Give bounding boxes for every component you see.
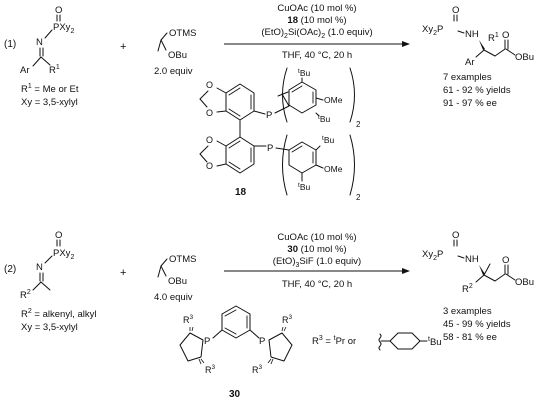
- reaction-1-results: 7 examples 61 - 92 % yields 91 - 97 % ee: [443, 72, 511, 109]
- ligand-30-cyclohexyl-tbu: tBu: [428, 336, 442, 348]
- substrate-1-r1-definition: R1 = Me or Et: [21, 83, 79, 95]
- reagent-2-obu: OBu: [168, 276, 187, 287]
- ligand-18-phosphorus-1: P: [266, 110, 272, 121]
- reaction-1-product: O Xy2P NH R1 Ar O OBu: [422, 5, 534, 68]
- ligand-30-r3-4: R3: [252, 364, 263, 375]
- product-2-ester-oxygen: O: [502, 255, 509, 266]
- reagent-1-otms: OTMS: [169, 28, 196, 39]
- reaction-2-substrate: O PXy2 N R2 R2 = alkenyl, alkyl Xy = 3,5…: [20, 230, 96, 333]
- ligand-30-r3-3: R3: [282, 314, 293, 325]
- product-1-ester-oxygen: O: [502, 30, 509, 41]
- reaction-2-plus: +: [120, 267, 126, 279]
- reaction-1-number: (1): [4, 39, 16, 50]
- reaction-1-reagent: OTMS OBu 2.0 equiv: [154, 28, 196, 77]
- reagent-2-equiv: 4.0 equiv: [154, 292, 193, 303]
- reaction-1: (1) O PXy2 N Ar R1 R1 = Me or Et Xy = 3,…: [4, 3, 534, 202]
- results-1-ee: 91 - 97 % ee: [443, 98, 497, 109]
- ligand-18-ome-1: OMe: [324, 95, 343, 105]
- substrate-1-aryl: Ar: [20, 65, 30, 76]
- ligand-18-structure: O O P O O P: [199, 67, 361, 202]
- ligand-30-r3-1: R3: [183, 314, 194, 325]
- results-2-ee: 58 - 81 % ee: [443, 332, 497, 343]
- product-2-obu: OBu: [515, 277, 534, 288]
- ligand-18-tbu-2: tBu: [318, 114, 330, 124]
- ligand-18-oxygen-2: O: [206, 108, 213, 118]
- conditions-1-line2: 18 (10 mol %): [287, 15, 346, 26]
- reagent-1-equiv: 2.0 equiv: [154, 66, 193, 77]
- product-1-oxygen: O: [452, 5, 459, 16]
- reaction-1-conditions: CuOAc (10 mol %) 18 (10 mol %) (EtO)2Si(…: [224, 3, 410, 61]
- conditions-1-line1: CuOAc (10 mol %): [277, 3, 356, 14]
- substrate-1-r1: R1: [49, 64, 60, 76]
- reaction-1-substrate: O PXy2 N Ar R1 R1 = Me or Et Xy = 3,5-xy…: [20, 5, 79, 108]
- ligand-18-bracket-1-right: [349, 67, 355, 123]
- substrate-1-pxy2: PXy2: [53, 22, 74, 35]
- substrate-2-nitrogen: N: [36, 262, 43, 273]
- reaction-2-results: 3 examples 45 - 99 % yields 58 - 81 % ee: [443, 306, 511, 343]
- substrate-2-r2: R2: [20, 289, 31, 301]
- ligand-18-label: 18: [235, 187, 247, 198]
- reaction-2-conditions: CuOAc (10 mol %) 30 (10 mol %) (EtO)3SiF…: [224, 232, 410, 290]
- product-2-wedge-bond: [479, 265, 485, 275]
- ligand-18-subscript-2: 2: [356, 193, 361, 202]
- product-2-oxygen: O: [452, 230, 459, 241]
- ligand-30-structure: P R3 R3 P R3 R3 30 R3 = tPr or: [179, 305, 442, 400]
- conditions-2-line3: (EtO)3SiF (1.0 equiv): [273, 256, 361, 269]
- reaction-2-reagent: OTMS OBu 4.0 equiv: [154, 254, 196, 303]
- ligand-30-r3-2: R3: [205, 364, 216, 375]
- conditions-1-line3: (EtO)2Si(OAc)2 (1.0 equiv): [261, 27, 372, 40]
- reaction-2-arrowhead: [402, 268, 410, 274]
- conditions-2-line1: CuOAc (10 mol %): [277, 232, 356, 243]
- product-1-r1: R1: [488, 32, 499, 44]
- product-1-nh: NH: [465, 29, 479, 40]
- reagent-1-obu: OBu: [168, 50, 187, 61]
- ligand-18-tbu-1: tBu: [298, 68, 310, 78]
- product-1-wedge-bond: [479, 40, 485, 50]
- ligand-18-phosphorus-2: P: [267, 143, 273, 154]
- results-2-examples: 3 examples: [443, 306, 492, 317]
- ligand-30-r3-definition: R3 = tPr or: [312, 335, 356, 347]
- ligand-18-tbu-3: tBu: [322, 135, 334, 145]
- substrate-2-r2-definition: R2 = alkenyl, alkyl: [21, 308, 96, 320]
- reaction-2: (2) O PXy2 N R2 R2 = alkenyl, alkyl Xy =…: [4, 230, 534, 400]
- substrate-2-pxy2: PXy2: [53, 248, 74, 261]
- product-1-aryl: Ar: [465, 57, 475, 68]
- reagent-2-otms: OTMS: [169, 254, 196, 265]
- product-2-nh: NH: [465, 254, 479, 265]
- product-2-xy2p: Xy2P: [422, 249, 443, 262]
- ligand-18-oxygen-3: O: [206, 135, 213, 145]
- substrate-2-oxygen: O: [55, 230, 62, 241]
- reaction-1-arrowhead: [402, 41, 410, 47]
- results-2-yields: 45 - 99 % yields: [443, 319, 511, 330]
- ligand-18-bracket-2-left: [282, 134, 288, 196]
- ligand-30-cyclohexyl: [389, 332, 421, 350]
- substrate-1-nitrogen: N: [36, 37, 43, 48]
- product-1-xy2p: Xy2P: [422, 24, 443, 37]
- ligand-30-phosphorus-1: P: [204, 336, 210, 347]
- ligand-18-subscript-1: 2: [356, 120, 361, 129]
- reaction-2-product: O Xy2P NH R2 O OBu: [422, 230, 534, 295]
- conditions-2-line2: 30 (10 mol %): [287, 244, 346, 255]
- results-1-yields: 61 - 92 % yields: [443, 85, 511, 96]
- ligand-30-attachment-squiggle: [378, 333, 382, 351]
- substrate-1-oxygen: O: [55, 5, 62, 16]
- ligand-18-tbu-4: tBu: [298, 182, 310, 192]
- substrate-1-xy-definition: Xy = 3,5-xylyl: [21, 97, 78, 108]
- reaction-1-plus: +: [120, 41, 126, 53]
- ligand-18-ome-2: OMe: [324, 164, 343, 174]
- reaction-2-number: (2): [4, 264, 16, 275]
- ligand-18-bracket-2-right: [349, 134, 355, 196]
- ligand-18-bracket-1-left: [282, 67, 288, 123]
- ligand-18-oxygen-1: O: [206, 80, 213, 90]
- conditions-2-below: THF, 40 °C, 20 h: [282, 279, 352, 290]
- conditions-1-below: THF, 40 °C, 20 h: [282, 50, 352, 61]
- product-1-obu: OBu: [515, 52, 534, 63]
- results-1-examples: 7 examples: [443, 72, 492, 83]
- ligand-30-phosphorus-2: P: [259, 336, 265, 347]
- substrate-2-xy-definition: Xy = 3,5-xylyl: [21, 322, 78, 333]
- product-2-r2: R2: [462, 283, 473, 295]
- ligand-30-label: 30: [229, 389, 241, 400]
- ligand-18-oxygen-4: O: [206, 161, 213, 171]
